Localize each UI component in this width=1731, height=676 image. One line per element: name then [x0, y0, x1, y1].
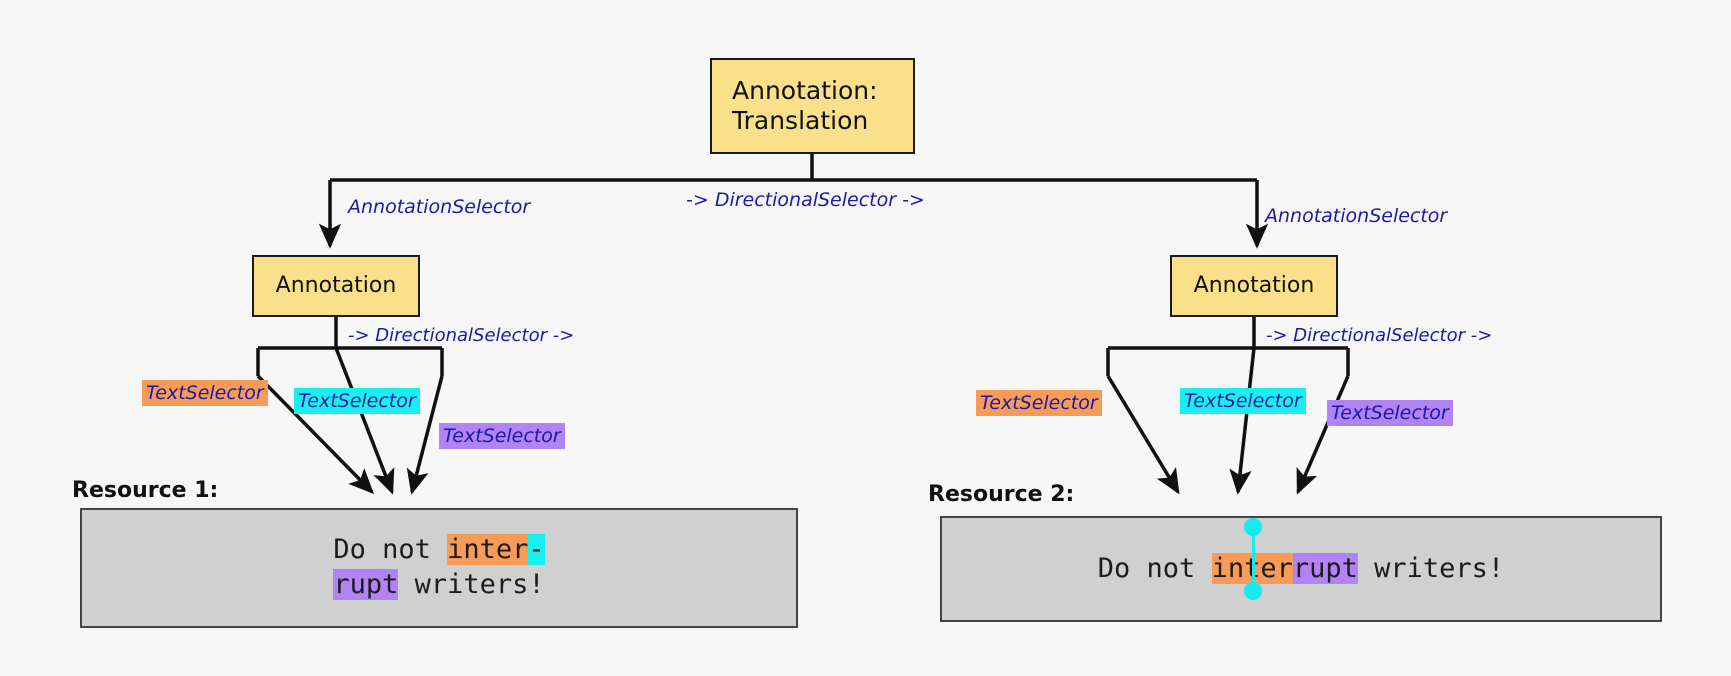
text-selector-chip-right-orange[interactable]: TextSelector	[976, 390, 1102, 416]
resource-2-orange-span: inter	[1211, 552, 1293, 584]
annotation-node-left[interactable]: Annotation	[252, 255, 420, 317]
resource-1-line1-cyan-span: -	[528, 534, 545, 566]
text-selector-chip-right-purple[interactable]: TextSelector	[1327, 400, 1453, 426]
annotation-translation-node[interactable]: Annotation: Translation	[710, 58, 915, 154]
resource-1-line2-suffix: writers!	[398, 569, 545, 600]
edge-label-directional-selector-top: -> DirectionalSelector ->	[686, 189, 925, 211]
resource-1-line2-purple-span: rupt	[333, 569, 399, 600]
edge-label-annotation-selector-left: AnnotationSelector	[348, 196, 531, 218]
edge-label-annotation-selector-right: AnnotationSelector	[1265, 205, 1448, 227]
resource-2-suffix: writers!	[1357, 552, 1505, 584]
resource-2-caption: Resource 2:	[928, 482, 1075, 507]
text-selector-chip-left-purple[interactable]: TextSelector	[439, 423, 565, 449]
resource-2-prefix: Do not	[1097, 552, 1212, 584]
resource-1-line1-orange-span: inter	[447, 534, 529, 566]
edge-label-directional-selector-right: -> DirectionalSelector ->	[1266, 325, 1493, 346]
resource-1-panel: Do not inter- rupt writers!	[80, 508, 798, 628]
resource-1-caption: Resource 1:	[72, 478, 219, 503]
resource-1-line1-prefix: Do not	[333, 534, 448, 566]
text-selector-chip-right-cyan[interactable]: TextSelector	[1180, 388, 1306, 414]
resource-2-panel: Do not interrupt writers!	[940, 516, 1662, 622]
annotation-node-right[interactable]: Annotation	[1170, 255, 1338, 317]
edge-label-directional-selector-left: -> DirectionalSelector ->	[348, 325, 575, 346]
resource-1-text: Do not inter- rupt writers!	[333, 533, 545, 602]
text-selector-chip-left-cyan[interactable]: TextSelector	[294, 388, 420, 414]
resource-2-purple-span: rupt	[1292, 552, 1358, 584]
resource-2-text: Do not interrupt writers!	[1098, 552, 1504, 587]
text-selector-chip-left-orange[interactable]: TextSelector	[142, 380, 268, 406]
